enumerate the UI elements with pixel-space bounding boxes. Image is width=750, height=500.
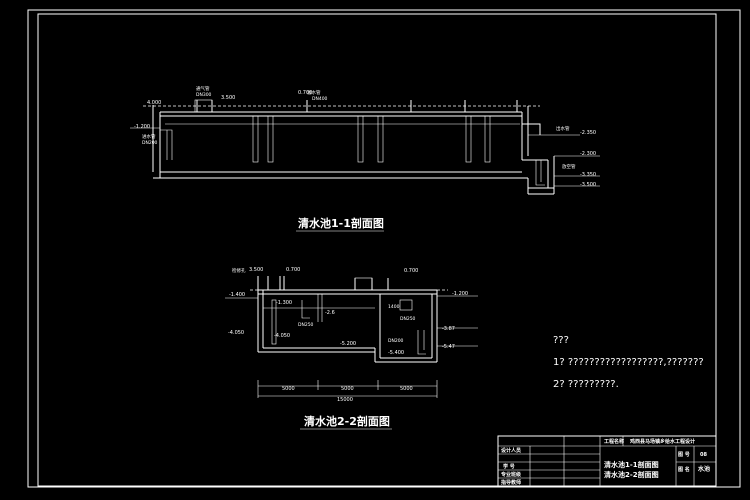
s1-vent-dn: DN300 — [196, 92, 212, 98]
s2-dn2: DN250 — [400, 316, 416, 322]
tb-drawing-no-label: 图 号 — [678, 451, 690, 458]
s2-dim-total: 15000 — [337, 397, 353, 403]
tb-advisor: 指导教师 — [501, 479, 521, 486]
s1-elev-r4: -3.500 — [580, 182, 596, 188]
notes-heading: ??? — [553, 335, 569, 346]
tb-drawing-name: 水池 — [698, 465, 710, 473]
s2-elev-left-bot: -4.050 — [228, 330, 244, 336]
s2-elev-bot2: -5.400 — [388, 350, 404, 356]
tb-student-id: 学 号 — [503, 463, 515, 470]
s2-elev-mid1: -1.300 — [276, 300, 292, 306]
tb-project-name: 鸡西县马场镇乡给水工程设计 — [629, 438, 695, 445]
s1-elev-r2: -2.300 — [580, 151, 596, 157]
s1-inlet-label: 进水管 — [142, 133, 156, 140]
s1-elev-top-left: 4.000 — [147, 100, 161, 106]
section-1-1 — [130, 99, 600, 195]
s2-elev-right2: -5.47 — [442, 344, 455, 350]
section-2-2 — [225, 276, 478, 398]
s2-box-label: 1400 — [388, 304, 400, 310]
s1-outlet-label: 出水管 — [556, 125, 570, 132]
s1-overflow-label: 溢水管 — [307, 89, 321, 96]
s2-elev-bot: -5.200 — [340, 341, 356, 347]
s1-overflow-dn: DN400 — [312, 96, 328, 102]
s1-elev-r1: -2.350 — [580, 130, 596, 136]
s2-vent: 检修孔 — [232, 267, 246, 274]
notes-block: ??? 1? ??????????????????,??????? 2? ???… — [553, 330, 704, 396]
s2-elev-c: 0.700 — [404, 268, 418, 274]
s2-elev-b: 0.700 — [286, 267, 300, 273]
s1-title: 清水池1-1剖面图 — [298, 216, 384, 230]
tb-drawing-title-1: 清水池1-1剖面图 — [604, 460, 659, 469]
s1-elev-top-mid: 3.500 — [221, 95, 235, 101]
tb-designer: 设计人员 — [501, 447, 521, 454]
s2-elev-mid2: -2.6 — [325, 310, 335, 316]
s1-elev-ground-left: -1.200 — [134, 124, 150, 130]
s2-title: 清水池2-2剖面图 — [304, 414, 390, 428]
drawing-frame — [37, 13, 717, 487]
tb-project-label: 工程名称 — [604, 438, 624, 445]
s1-drain-label: 放空管 — [562, 163, 576, 170]
s2-elev-ground-right: -1.200 — [452, 291, 468, 297]
outer-border — [27, 9, 741, 488]
s2-dim1: 5000 — [282, 386, 295, 392]
tb-drawing-no: 08 — [700, 452, 707, 458]
notes-line-1: 1? ??????????????????,??????? — [553, 357, 704, 368]
s2-dim2: 5000 — [341, 386, 354, 392]
s2-elev-right1: -3.87 — [442, 326, 455, 332]
s2-elev-left-bot-inner: -4.050 — [274, 333, 290, 339]
s2-elev-a: 3.500 — [249, 267, 263, 273]
tb-major: 专业班级 — [501, 471, 521, 478]
s1-elev-r3: -3.350 — [580, 172, 596, 178]
s2-dn1: DN250 — [298, 322, 314, 328]
s1-elev-top-right: 0.700 — [298, 90, 312, 96]
tb-drawing-title-2: 清水池2-2剖面图 — [604, 470, 659, 479]
s1-inlet-dn: DN200 — [142, 140, 158, 146]
s1-vent-label: 通气管 — [196, 85, 210, 92]
s2-elev-ground-left: -1.400 — [229, 292, 245, 298]
title-block — [497, 435, 717, 487]
s2-dim3: 5000 — [400, 386, 413, 392]
s2-dn3: DN200 — [388, 338, 404, 344]
notes-line-2: 2? ?????????. — [553, 379, 619, 390]
tb-drawing-name-label: 图 名 — [678, 466, 690, 473]
